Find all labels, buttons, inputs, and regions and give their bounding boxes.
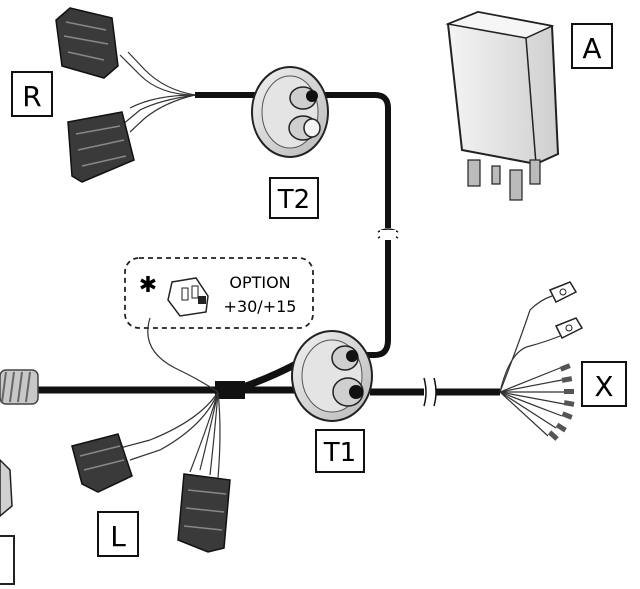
label-x-text: X [594,370,613,403]
option-callout: ✱ OPTION +30/+15 [124,257,314,393]
label-x: X [581,361,627,407]
label-l-text: L [110,520,126,553]
x-spade-terminal-bottom [554,317,584,340]
cable-t1-t2 [318,92,399,358]
l-wire-bundle [119,391,221,479]
label-r: R [11,71,53,117]
label-t1: T1 [315,429,365,473]
option-title: OPTION [229,273,290,292]
l-connector-right [177,473,231,553]
option-value: +30/+15 [224,297,297,316]
label-t2: T2 [269,177,319,219]
relay-a [445,10,560,201]
label-r-text: R [22,80,41,113]
r-connector-bottom [67,111,135,183]
cable-t2-r [119,51,260,133]
t1-grommet [291,330,373,422]
label-l: L [97,511,139,557]
label-t2-text: T2 [277,185,310,215]
t2-grommet [251,66,329,158]
label-t1-text: T1 [323,438,356,468]
l-connector-left [71,433,133,493]
label-a: A [571,23,613,69]
x-spade-terminal-top [548,281,578,304]
option-star: ✱ [139,273,157,298]
left-plug-connector [0,369,39,405]
x-wire-fan [499,295,565,437]
r-connector-top [55,7,119,79]
x-wire-terminals [547,363,575,441]
edge-partial-object [0,458,15,585]
label-a-text: A [582,32,601,65]
main-cable [30,358,500,407]
